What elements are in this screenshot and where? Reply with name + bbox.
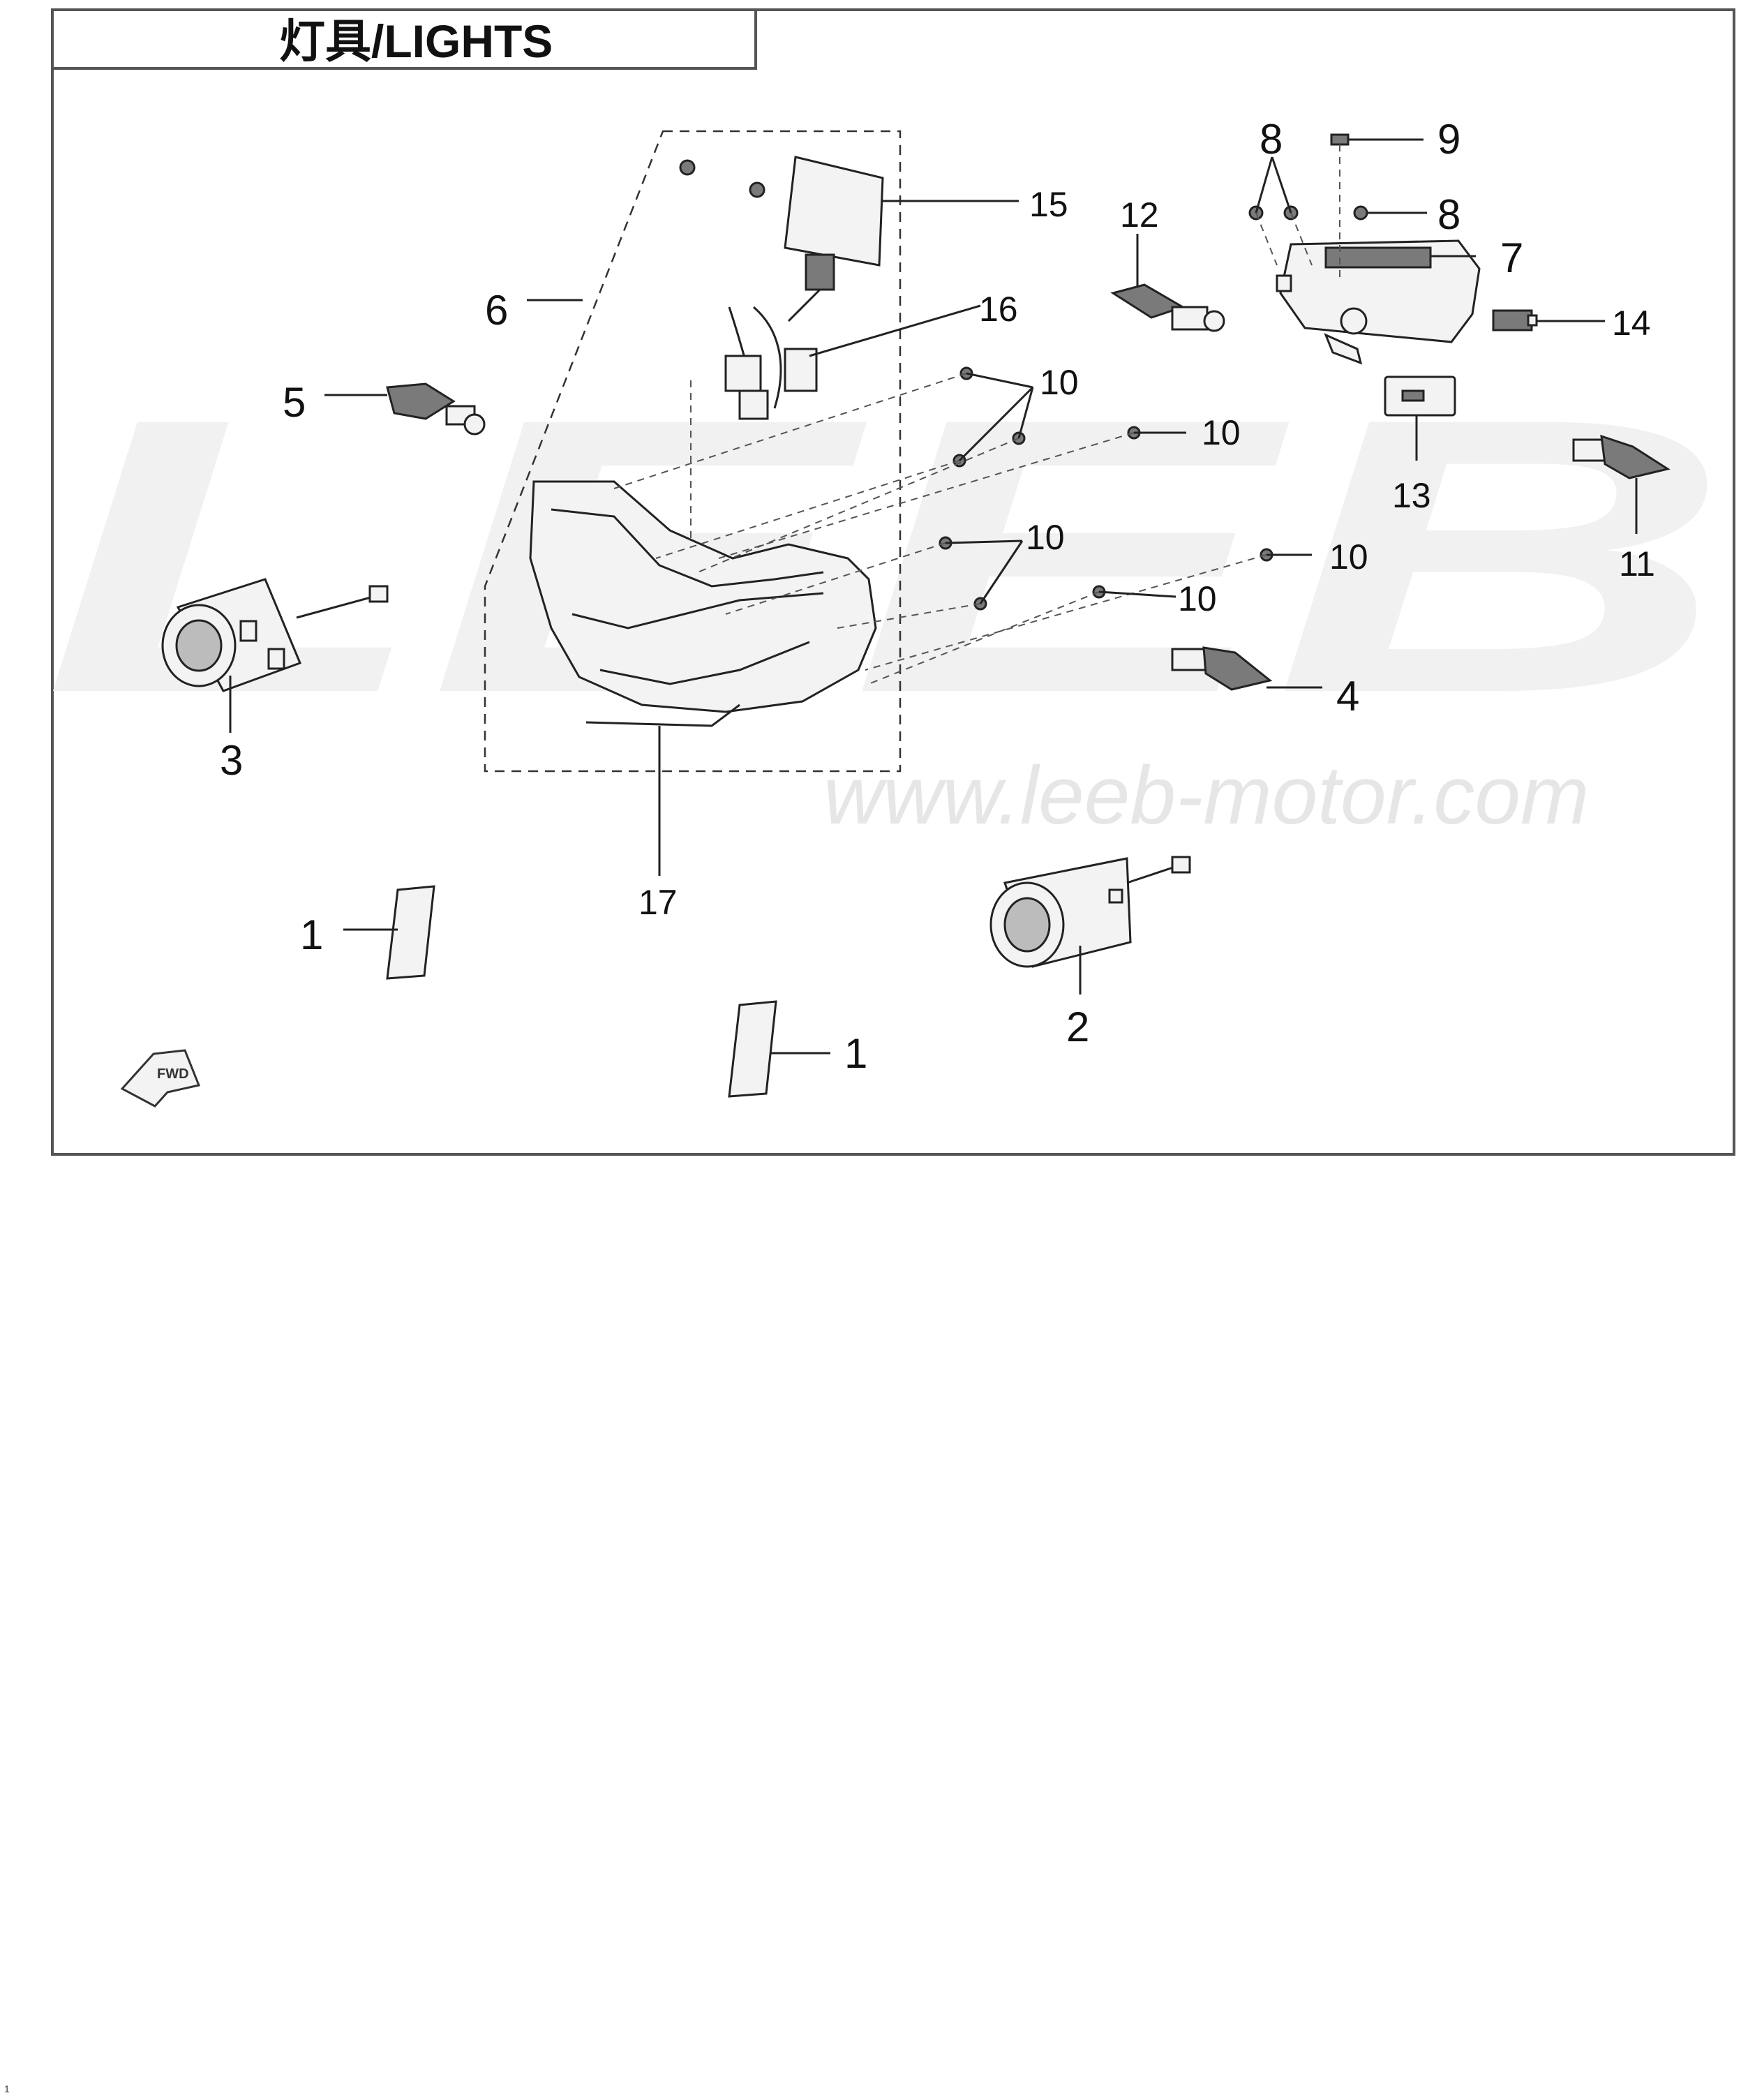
callout-1-b: 1: [844, 1030, 867, 1077]
tail-light: [1276, 239, 1481, 365]
watermark-url: www.leeb-motor.com: [823, 750, 1589, 842]
callout-4: 4: [1336, 673, 1359, 720]
callout-10-c: 10: [1026, 518, 1065, 557]
turn-signal-front-left: [386, 382, 486, 435]
callout-10-b: 10: [1202, 413, 1241, 452]
turn-signal-rear-left: [1110, 283, 1225, 332]
reflector-left: [386, 885, 435, 980]
callout-16: 16: [979, 290, 1018, 329]
forward-arrow-icon: FWD: [120, 1049, 201, 1108]
control-module: [679, 156, 884, 322]
callout-7: 7: [1500, 234, 1523, 281]
callout-8-b: 8: [1437, 191, 1460, 238]
callout-5: 5: [283, 379, 306, 426]
fog-lamp-left: [161, 578, 389, 692]
headlight-assembly-outline: [484, 130, 902, 773]
callout-6: 6: [485, 287, 508, 334]
callout-10-a: 10: [1040, 363, 1079, 402]
callout-17: 17: [638, 883, 678, 922]
callout-3: 3: [220, 737, 243, 784]
page-number: 1: [4, 2083, 10, 2094]
callout-11: 11: [1619, 544, 1655, 583]
headlight-housing: [529, 480, 877, 727]
callout-13: 13: [1392, 476, 1431, 515]
tail-light-fasteners: [1248, 133, 1368, 221]
license-plate-lens: [1384, 375, 1456, 417]
title-box: [51, 8, 757, 70]
callout-9: 9: [1437, 116, 1460, 163]
turn-signal-front-right: [1171, 646, 1273, 691]
callout-14: 14: [1612, 304, 1651, 343]
callout-2: 2: [1066, 1004, 1089, 1050]
callout-10-e: 10: [1178, 579, 1217, 618]
connector: [1492, 309, 1538, 332]
callout-1-a: 1: [300, 911, 323, 958]
fog-lamp-right: [989, 856, 1191, 968]
callout-15: 15: [1029, 185, 1068, 224]
diagram-title: 灯具/LIGHTS: [279, 15, 553, 67]
forward-label: FWD: [157, 1066, 189, 1082]
turn-signal-rear-right: [1572, 434, 1671, 479]
callout-12: 12: [1120, 195, 1159, 234]
callout-10-d: 10: [1329, 537, 1368, 576]
callout-8-a: 8: [1260, 116, 1283, 163]
reflector-center: [728, 1000, 777, 1098]
